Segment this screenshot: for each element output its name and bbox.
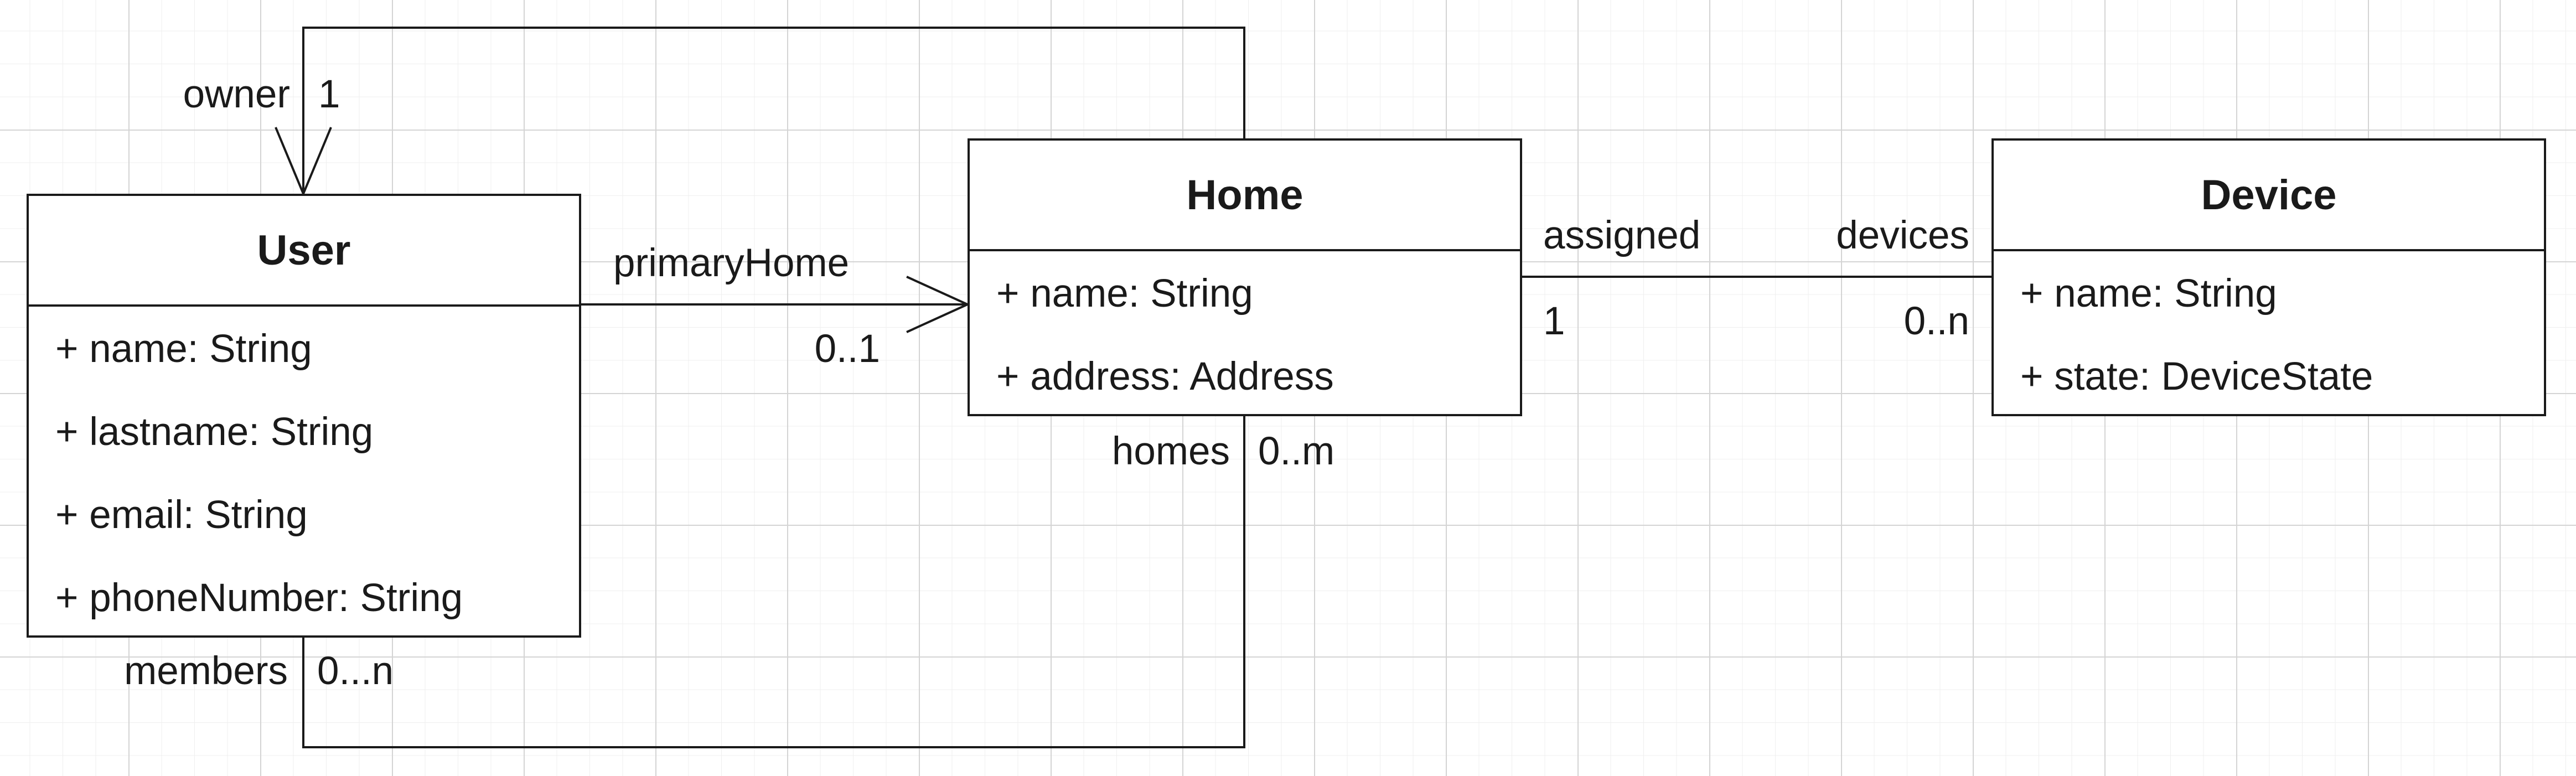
owner-role-label: owner (183, 73, 290, 116)
device-attribute-name: + name: String (2020, 272, 2277, 315)
home-attribute-address: + address: Address (996, 355, 1334, 399)
devices-multiplicity-label: 0..n (1903, 299, 1969, 343)
members-multiplicity-label: 0...n (317, 649, 394, 693)
owner-multiplicity-label: 1 (318, 73, 340, 116)
user-attribute-phonenumber: + phoneNumber: String (55, 576, 463, 620)
owner-association-line (302, 27, 1245, 194)
user-class-name: User (29, 196, 579, 307)
user-attribute-email: + email: String (55, 493, 308, 537)
assigned-multiplicity-label: 1 (1543, 299, 1565, 343)
homes-multiplicity-label: 0..m (1258, 430, 1335, 473)
device-attribute-state: + state: DeviceState (2020, 355, 2373, 399)
home-class-name: Home (970, 141, 1520, 251)
device-class[interactable]: Device + name: String + state: DeviceSta… (1992, 138, 2546, 416)
members-association-line (302, 415, 1245, 748)
primary-home-role-label: primaryHome (613, 241, 850, 285)
device-class-name: Device (1994, 141, 2544, 251)
members-role-label: members (124, 649, 288, 693)
primary-home-multiplicity-label: 0..1 (814, 327, 880, 371)
user-attribute-lastname: + lastname: String (55, 410, 374, 454)
assigned-role-label: assigned (1543, 214, 1701, 257)
home-class[interactable]: Home + name: String + address: Address (968, 138, 1522, 416)
home-attribute-name: + name: String (996, 272, 1253, 315)
homes-role-label: homes (1111, 430, 1230, 473)
user-attribute-name: + name: String (55, 327, 312, 371)
user-class[interactable]: User + name: String + lastname: String +… (27, 194, 581, 638)
devices-role-label: devices (1836, 214, 1969, 257)
